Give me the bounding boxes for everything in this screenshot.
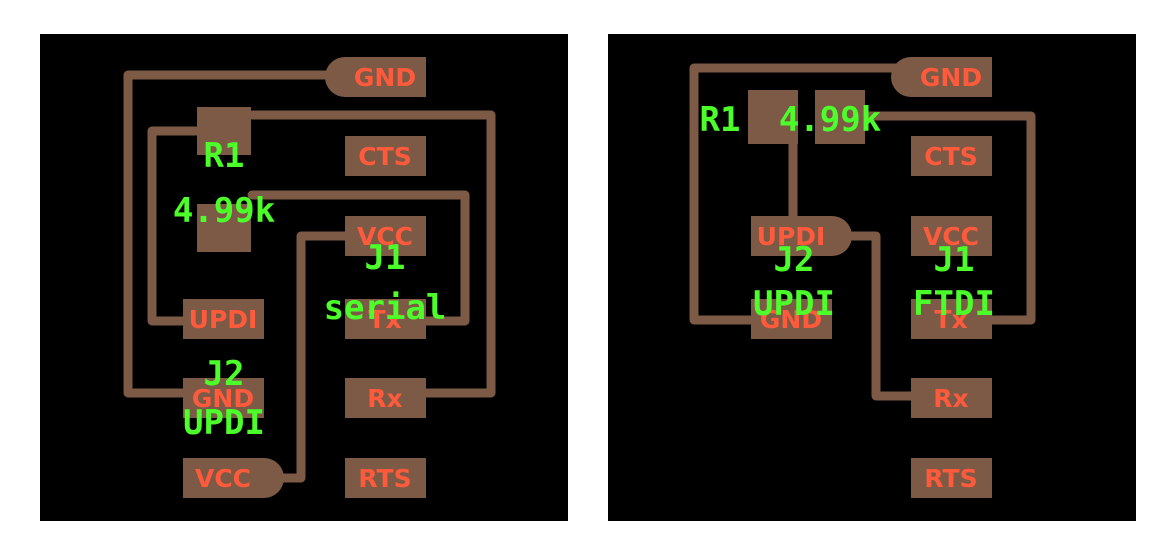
pad-label-updi: UPDI (757, 222, 826, 251)
silk-j2-ref: J2 (204, 354, 245, 394)
trace-r1-to-tx (858, 111, 1036, 325)
silk-j1-value: serial (324, 288, 447, 328)
traces (123, 70, 496, 483)
silk-r1-ref: R1 (700, 100, 741, 140)
pad-label-gnd: GND (920, 63, 982, 92)
pad-j2-gnd (751, 299, 832, 339)
pcb-board-ftdi: GND CTS VCC Tx Rx RTS UPDI GND R1 4.99k … (608, 34, 1136, 521)
trace-updi-to-rx (843, 231, 916, 401)
silk-r1-value: 4.99k (173, 191, 275, 231)
pad-label-cts: CTS (358, 142, 411, 171)
pad-j2-gnd (183, 378, 264, 418)
pcb-board-serial: GND CTS VCC Tx Rx RTS UPDI GND VCC R1 4.… (40, 34, 568, 521)
trace-gnd (123, 70, 361, 398)
copper-pads (183, 57, 426, 498)
r1-pad-left (748, 90, 798, 144)
pad-label-gnd: GND (354, 63, 416, 92)
trace-vcc (275, 231, 350, 483)
r1-pad-right (815, 90, 865, 144)
pad-rts (911, 458, 992, 498)
pad-label-rx: Rx (933, 384, 968, 413)
pad-tx (911, 299, 992, 339)
trace-r1-to-rx (247, 110, 496, 398)
silk-j2-value: UPDI (183, 403, 265, 443)
silk-j1-ref: J1 (365, 238, 406, 278)
pad-label-rx: Rx (367, 384, 402, 413)
pad-label-vcc: VCC (923, 222, 979, 251)
pad-label-j2-gnd: GND (192, 384, 254, 413)
silkscreen: R1 4.99k J2 UPDI J1 FTDI (700, 100, 995, 324)
pcb-layout-right: GND CTS VCC Tx Rx RTS UPDI GND R1 4.99k … (689, 57, 1036, 498)
pad-label-j2-vcc: VCC (195, 464, 251, 493)
pad-label-tx: Tx (934, 305, 967, 334)
silk-j1-value: FTDI (913, 284, 995, 324)
trace-r1-to-updi (147, 126, 215, 326)
pad-vcc (911, 216, 992, 256)
pad-cts (911, 136, 992, 176)
pad-label-cts: CTS (924, 142, 977, 171)
pad-rx (345, 378, 426, 418)
pad-labels: GND CTS VCC Tx Rx RTS UPDI GND VCC (189, 63, 416, 493)
pad-rx (911, 378, 992, 418)
silk-j2-value: UPDI (753, 284, 835, 324)
pad-label-j2-gnd: GND (760, 305, 822, 334)
silk-r1-ref: R1 (204, 136, 245, 176)
pad-vcc (345, 216, 426, 256)
pad-label-vcc: VCC (357, 222, 413, 251)
pad-label-rts: RTS (924, 464, 977, 493)
pad-cts (345, 136, 426, 176)
pad-updi (183, 299, 264, 339)
pad-tx (345, 299, 426, 339)
pad-label-rts: RTS (358, 464, 411, 493)
pad-labels: GND CTS VCC Tx Rx RTS UPDI GND (757, 63, 982, 493)
silk-j1-ref: J1 (934, 240, 975, 280)
r1-pad-top (197, 107, 251, 155)
copper-pads (748, 57, 992, 498)
silk-r1-value: 4.99k (779, 100, 881, 140)
silk-j2-ref: J2 (774, 240, 815, 280)
trace-gnd (689, 63, 906, 325)
trace-r1-to-tx (247, 190, 470, 326)
pad-rts (345, 458, 426, 498)
silkscreen: R1 4.99k J1 serial J2 UPDI (173, 136, 447, 443)
pad-label-updi: UPDI (189, 305, 258, 334)
pcb-layout-left: GND CTS VCC Tx Rx RTS UPDI GND VCC R1 4.… (123, 57, 496, 498)
r1-pad-bottom (197, 204, 251, 252)
pad-label-tx: Tx (368, 305, 401, 334)
